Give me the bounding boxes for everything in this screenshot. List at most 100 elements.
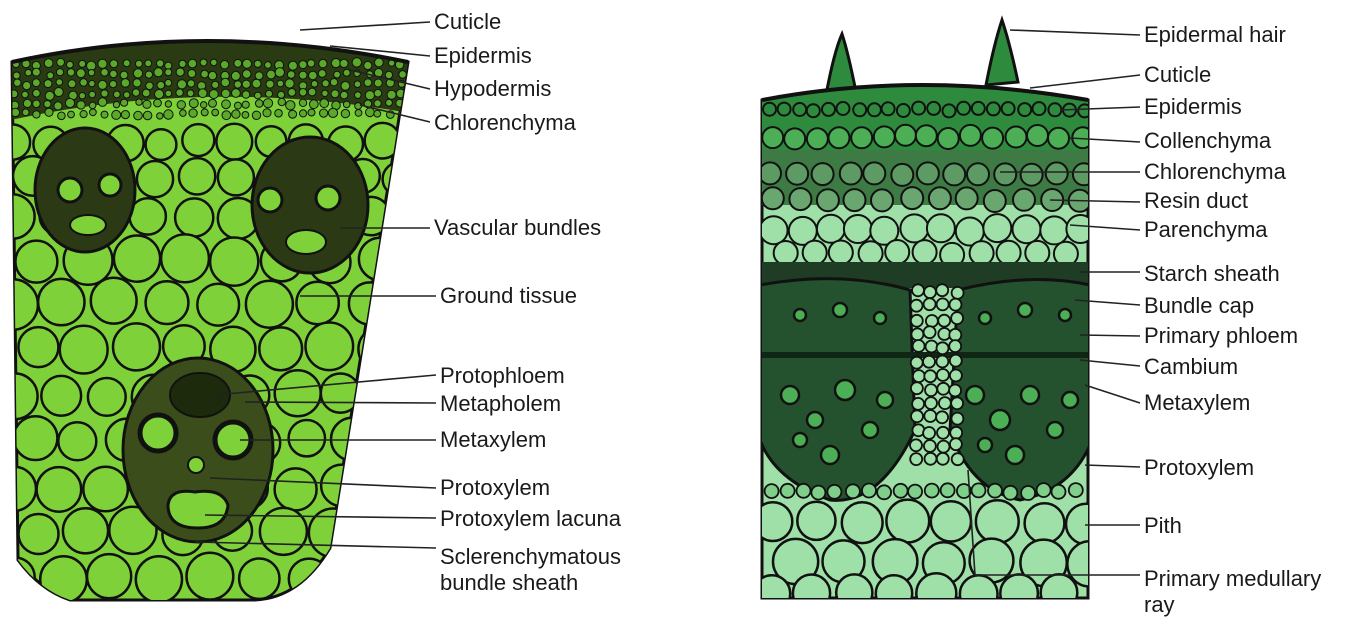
tissue-cell <box>846 484 860 498</box>
tissue-cell <box>331 59 340 68</box>
tissue-cell <box>113 323 160 370</box>
tissue-cell <box>364 79 372 87</box>
tissue-cell <box>1073 163 1095 185</box>
tissue-cell <box>386 99 393 106</box>
tissue-cell <box>924 298 936 310</box>
tissue-cell <box>58 112 66 120</box>
tissue-cell <box>754 502 793 541</box>
tissue-cell <box>101 69 109 77</box>
tissue-cell <box>25 69 32 76</box>
tissue-cell <box>179 60 186 67</box>
tissue-cell <box>242 101 249 108</box>
tissue-cell <box>1048 103 1061 116</box>
tissue-cell <box>797 502 835 540</box>
monocot-label-sclerenchymatous-bundle-sheath: Sclerenchymatous bundle sheath <box>440 544 690 596</box>
tissue-cell <box>833 303 847 317</box>
tissue-cell <box>121 99 128 106</box>
tissue-cell <box>176 68 184 76</box>
tissue-cell <box>862 422 878 438</box>
tissue-cell <box>288 89 296 97</box>
tissue-cell <box>287 71 295 79</box>
tissue-cell <box>987 102 1000 115</box>
monocot-label-metapholem: Metapholem <box>440 392 561 416</box>
tissue-cell <box>308 88 316 96</box>
tissue-cell <box>260 508 307 555</box>
tissue-cell <box>925 397 937 409</box>
tissue-cell <box>1066 504 1107 545</box>
tissue-cell <box>112 110 121 119</box>
tissue-cell <box>299 71 307 79</box>
dicot-label-starch-sheath: Starch sheath <box>1144 262 1280 286</box>
dicot-label-epidermis: Epidermis <box>1144 95 1242 119</box>
tissue-cell <box>908 485 922 499</box>
tissue-cell <box>246 281 293 328</box>
tissue-cell <box>45 108 53 116</box>
tissue-cell <box>32 68 40 76</box>
tissue-cell <box>957 102 970 115</box>
tissue-cell <box>330 79 337 86</box>
tissue-cell <box>299 89 307 97</box>
tissue-cell <box>978 438 992 452</box>
tissue-cell <box>1013 189 1035 211</box>
tissue-cell <box>14 416 58 460</box>
tissue-cell <box>187 553 234 600</box>
monocot-vascular-bundle-3 <box>123 358 273 542</box>
tissue-cell <box>952 287 964 299</box>
tissue-cell <box>911 328 923 340</box>
tissue-cell <box>79 93 85 99</box>
tissue-cell <box>997 241 1021 265</box>
tissue-cell <box>885 240 909 264</box>
tissue-cell <box>868 103 881 116</box>
tissue-cell <box>134 111 143 120</box>
tissue-cell <box>913 340 925 352</box>
tissue-cell <box>835 380 855 400</box>
tissue-cell <box>882 102 895 115</box>
tissue-cell <box>22 109 29 116</box>
tissue-cell <box>950 299 962 311</box>
tissue-cell <box>101 111 108 118</box>
tissue-cell <box>895 125 916 146</box>
tissue-cell <box>40 556 87 603</box>
tissue-cell <box>1041 574 1078 611</box>
tissue-cell <box>188 59 197 68</box>
tissue-cell <box>165 69 172 76</box>
tissue-cell <box>950 370 962 382</box>
tissue-cell <box>0 467 36 511</box>
tissue-cell <box>1025 241 1049 265</box>
tissue-cell <box>355 110 362 117</box>
tissue-cell <box>960 125 981 146</box>
tissue-cell <box>13 72 20 79</box>
tissue-cell <box>375 58 384 67</box>
tissue-cell <box>83 467 128 512</box>
tissue-cell <box>970 241 994 265</box>
tissue-cell <box>821 446 839 464</box>
tissue-cell <box>210 238 258 286</box>
tissue-cell <box>979 312 991 324</box>
tissue-cell <box>45 91 54 100</box>
tissue-cell <box>924 370 936 382</box>
monocot-label-epidermis: Epidermis <box>434 44 532 68</box>
tissue-cell <box>201 109 208 116</box>
tissue-cell <box>797 484 811 498</box>
tissue-cell <box>161 234 209 282</box>
tissue-cell <box>343 69 350 76</box>
tissue-cell <box>77 101 85 109</box>
tissue-cell <box>275 370 321 416</box>
tissue-cell <box>938 315 950 327</box>
tissue-cell <box>212 81 219 88</box>
monocot-vascular-bundle-2 <box>252 137 368 273</box>
dicot-epidermal-hair-1 <box>826 34 856 95</box>
tissue-cell <box>63 508 108 553</box>
tissue-cell <box>862 484 876 498</box>
tissue-cell <box>910 453 922 465</box>
tissue-cell <box>793 575 830 612</box>
tissue-cell <box>817 189 839 211</box>
tissue-cell <box>176 89 183 96</box>
tissue-cell <box>925 484 939 498</box>
tissue-cell <box>976 500 1019 543</box>
tissue-cell <box>331 90 339 98</box>
tissue-cell <box>252 79 261 88</box>
tissue-cell <box>242 112 249 119</box>
dicot-label-primary-medullary-ray: Primary medullary ray <box>1144 566 1344 618</box>
tissue-cell <box>1040 216 1068 244</box>
